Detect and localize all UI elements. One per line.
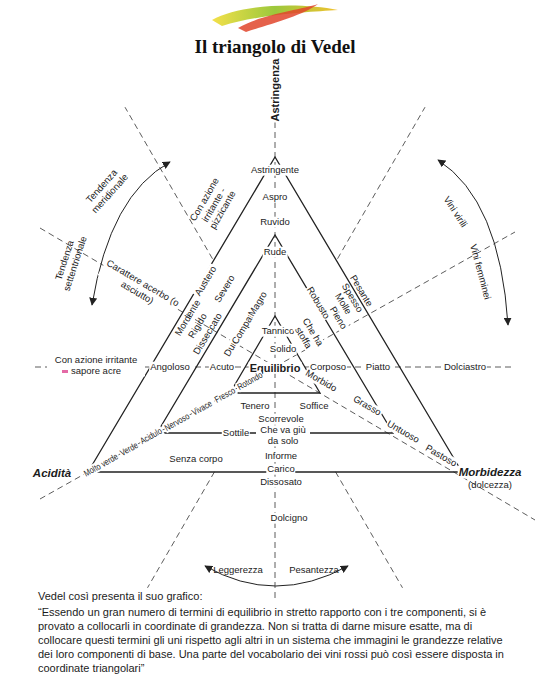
term-label: Tendenza settentrionale — [49, 225, 91, 298]
term-label: Astringente — [250, 165, 300, 176]
diagonal-axis — [336, 472, 403, 588]
triangles — [88, 157, 462, 472]
diagram-title: Il triangolo di Vedel — [0, 36, 550, 58]
term-label: Grasso — [350, 393, 384, 419]
term-label: Vini virili — [441, 194, 470, 231]
axis-label: Morbidezza — [458, 466, 523, 479]
term-label: Carico — [266, 464, 295, 475]
term-label: Fresco — [212, 385, 238, 405]
term-label: Scorrevole — [257, 414, 304, 425]
curved-arrows — [92, 160, 508, 586]
term-label: Rude — [263, 247, 288, 258]
axis-label: Astringenza — [269, 58, 281, 123]
term-label: Con azione irritante sapore acre — [47, 355, 145, 376]
caption-quote: “Essendo un gran numero di termini di eq… — [38, 605, 518, 675]
term-label: Carattere acerbo (o asciutto) — [98, 257, 183, 319]
term-label: Dolciastro — [443, 362, 487, 373]
diagonal-axis — [338, 107, 426, 259]
caption-intro: Vedel così presenta il suo grafico: — [38, 590, 202, 602]
term-label: Senza corpo — [168, 454, 223, 465]
term-label: Verde — [118, 440, 141, 459]
term-label: Piatto — [365, 362, 391, 373]
brush-stroke — [238, 4, 318, 32]
term-label: Vini femminei — [467, 242, 492, 302]
axis-label: Acidità — [32, 467, 72, 480]
term-label: Soffice — [299, 401, 330, 412]
term-label: Pesantezza — [288, 565, 340, 576]
term-label: Dolcigno — [270, 513, 309, 524]
term-label: Acidulo — [138, 426, 165, 447]
term-label: Ruvido — [259, 217, 291, 228]
term-label: Solido — [269, 344, 297, 355]
term-label: Severo — [212, 273, 238, 306]
outer-triangle — [88, 157, 462, 472]
term-label: Molto verde — [81, 451, 120, 479]
term-label: Sottile — [222, 428, 250, 439]
term-label: Con azione irritante - pizzicante — [184, 168, 245, 241]
term-label: Angoloso — [149, 362, 191, 373]
term-label: Tenero — [239, 401, 270, 412]
term-label: Vivace — [189, 398, 214, 418]
term-label: Informe — [264, 451, 298, 462]
term-label: Pastoso — [423, 442, 460, 469]
term-label: Acuto — [209, 362, 235, 373]
term-label: Tendenza meridionale — [78, 161, 134, 220]
term-label: Leggerezza — [212, 565, 264, 576]
term-label: Dissosato — [259, 477, 303, 488]
term-label: (dolcezza) — [467, 480, 513, 491]
curved-double-arrow — [438, 160, 508, 325]
term-label: Nervoso — [162, 411, 192, 434]
acidity-axis — [40, 232, 515, 499]
softness-axis — [40, 228, 535, 520]
dashed-axes — [35, 92, 535, 598]
middle-triangle — [157, 235, 393, 433]
diagonal-axis — [125, 107, 213, 259]
term-label: Che va giù da solo — [256, 425, 310, 446]
diagonal-axis — [148, 472, 215, 588]
term-label: Aspro — [262, 192, 289, 203]
